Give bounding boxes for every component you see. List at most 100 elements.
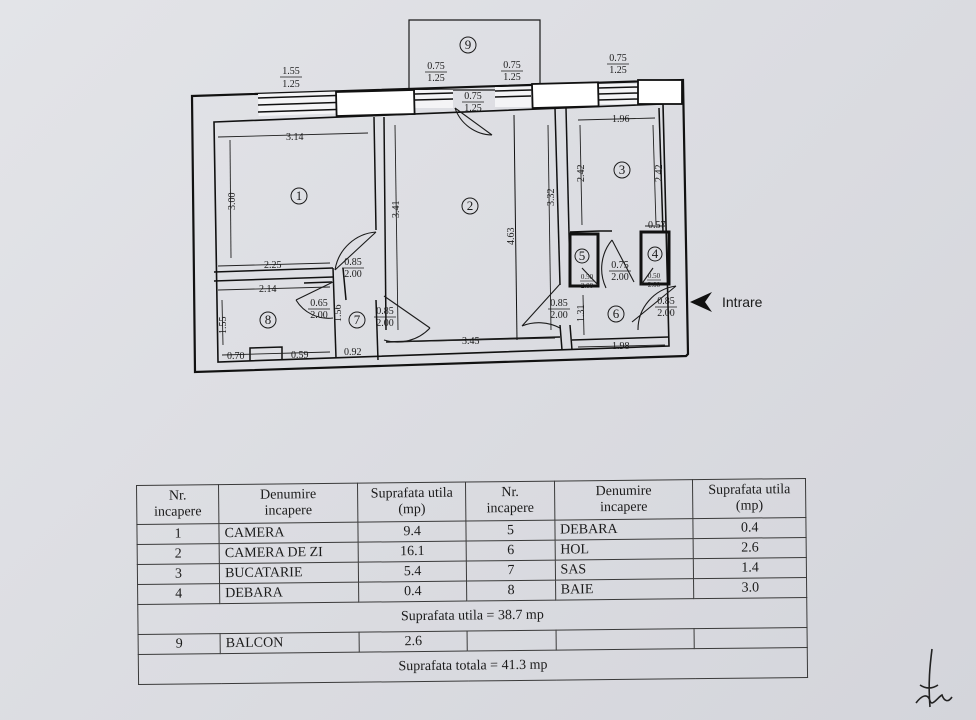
cell [467,630,556,652]
cell: DEBARA [219,582,359,604]
dim-room4-width: 0.57 [648,220,666,231]
cell: 5.4 [358,561,467,583]
dim-hall-height: 1.31 [576,305,587,323]
dim-room2-center: 4.63 [506,228,517,246]
dim-door5-den: 2.00 [581,282,594,290]
dim-window1-num: 1.55 [282,66,300,77]
dim-door8-num: 0.65 [310,298,328,309]
cell: 0.4 [693,517,807,539]
dim-balcony-door-den: 1.25 [464,103,482,114]
room-number-5: 5 [579,248,586,263]
cell: DEBARA [554,518,694,541]
cell: 1 [136,523,220,545]
cell: 1.4 [693,557,807,579]
header-area-1-text: Suprafata utila (mp) [370,485,453,518]
dim-door7-num: 0.85 [376,306,394,317]
dim-room7-bottom: 0.92 [344,347,362,358]
dim-door-entry-num: 0.85 [657,296,675,307]
cell: CAMERA DE ZI [219,542,359,564]
cell [555,628,695,651]
header-nr-2-text: Nr. incapere [486,484,535,517]
header-name-1: Denumire incapere [218,483,358,524]
dim-window3-den: 1.25 [609,65,627,76]
room-number-8: 8 [265,312,272,327]
dim-room2-bottom: 3.45 [462,336,480,347]
dim-door-hall-den: 2.00 [550,310,568,321]
floor-plan: 1 2 3 4 5 6 7 8 9 1.55 1.25 0.75 1.25 0.… [190,19,763,374]
dim-door7-den: 2.00 [376,318,394,329]
room-number-markers [259,36,663,329]
header-area-2: Suprafata utila (mp) [692,478,806,519]
cell: SAS [554,558,694,581]
dim-door4-num: 0.50 [648,272,661,280]
dim-room7-height: 1.56 [333,305,344,323]
cell: 2 [137,543,220,565]
dim-room8-br: 0.59 [291,350,309,361]
room-number-6: 6 [613,306,620,321]
dim-door4-den: 2.00 [648,281,661,289]
header-nr-2: Nr. incapere [465,481,555,522]
dim-room1-bottom: 2.25 [264,260,282,271]
cell: 0.4 [358,581,468,603]
room-number-2: 2 [467,198,474,213]
header-name-1-text: Denumire incapere [260,487,317,519]
cell: BUCATARIE [219,562,359,584]
dim-hall-bottom: 1.98 [612,341,630,352]
interior-walls [213,107,671,361]
dim-balcony-door-num: 0.75 [464,91,482,102]
cell: 2.6 [359,631,468,653]
dim-door-entry-den: 2.00 [657,308,675,319]
header-nr-1-text: Nr. incapere [154,488,202,520]
cell: 9.4 [357,521,467,543]
header-name-2: Denumire incapere [554,479,694,521]
total-area-row: Suprafata totala = 41.3 mp [138,647,808,685]
dim-room1-height: 3.00 [227,193,238,211]
dim-window3-num: 0.75 [609,53,627,64]
room-number-4: 4 [652,246,659,261]
cell: 4 [137,583,220,605]
room-number-3: 3 [619,162,626,177]
cell: 7 [466,560,556,582]
balcony-outline [402,19,547,92]
room-number-7: 7 [354,312,361,327]
cell [694,627,808,649]
dim-room3-right: 2.42 [654,165,665,183]
dim-room3-left: 2.42 [576,165,587,183]
linear-dimensions: 3.14 3.00 2.25 3.41 4.63 3.32 3.45 1.96 … [218,114,666,362]
cell: BALCON [220,632,360,654]
dim-balcony-right-num: 0.75 [503,60,521,71]
dim-balcony-left-den: 1.25 [427,73,445,84]
dim-window1-den: 1.25 [282,79,300,90]
dim-room1-width: 3.14 [286,132,304,143]
dim-door5-num: 0.50 [581,273,594,281]
dim-door-hall-num: 0.85 [550,298,568,309]
dim-balcony-left-num: 0.75 [427,61,445,72]
fraction-dimensions: 1.55 1.25 0.75 1.25 0.75 1.25 0.75 1.25 … [280,53,677,329]
total-area: Suprafata totala = 41.3 mp [138,647,808,685]
header-nr-1: Nr. incapere [136,484,220,525]
entry-label: Intrare [722,294,763,310]
cell: 6 [466,540,555,562]
dim-door8-den: 2.00 [310,310,328,321]
dim-room2-right: 3.32 [546,189,557,207]
room-number-1: 1 [296,188,303,203]
dim-room8-bl: 0.70 [227,351,245,362]
dimension-lines [217,117,666,356]
dim-door1-num: 0.85 [344,257,362,268]
cell: 5 [466,520,555,542]
cell: 2.6 [693,537,807,559]
header-name-2-text: Denumire incapere [595,483,652,516]
room-area-table: Nr. incapere Denumire incapere Suprafata… [136,478,808,685]
signature-mark [915,648,953,708]
cell: 3.0 [693,577,807,599]
dim-room8-top: 2.14 [259,284,277,295]
cell: 3 [137,563,220,585]
dim-door1-den: 2.00 [344,269,362,280]
cell: BAIE [555,578,695,601]
dim-room3-top: 1.96 [612,114,630,125]
cell: 8 [466,580,556,602]
dim-room8-left: 1.55 [218,317,229,335]
header-area-2-text: Suprafata utila (mp) [708,482,791,514]
cell: 16.1 [358,541,467,563]
outer-walls [190,78,690,374]
